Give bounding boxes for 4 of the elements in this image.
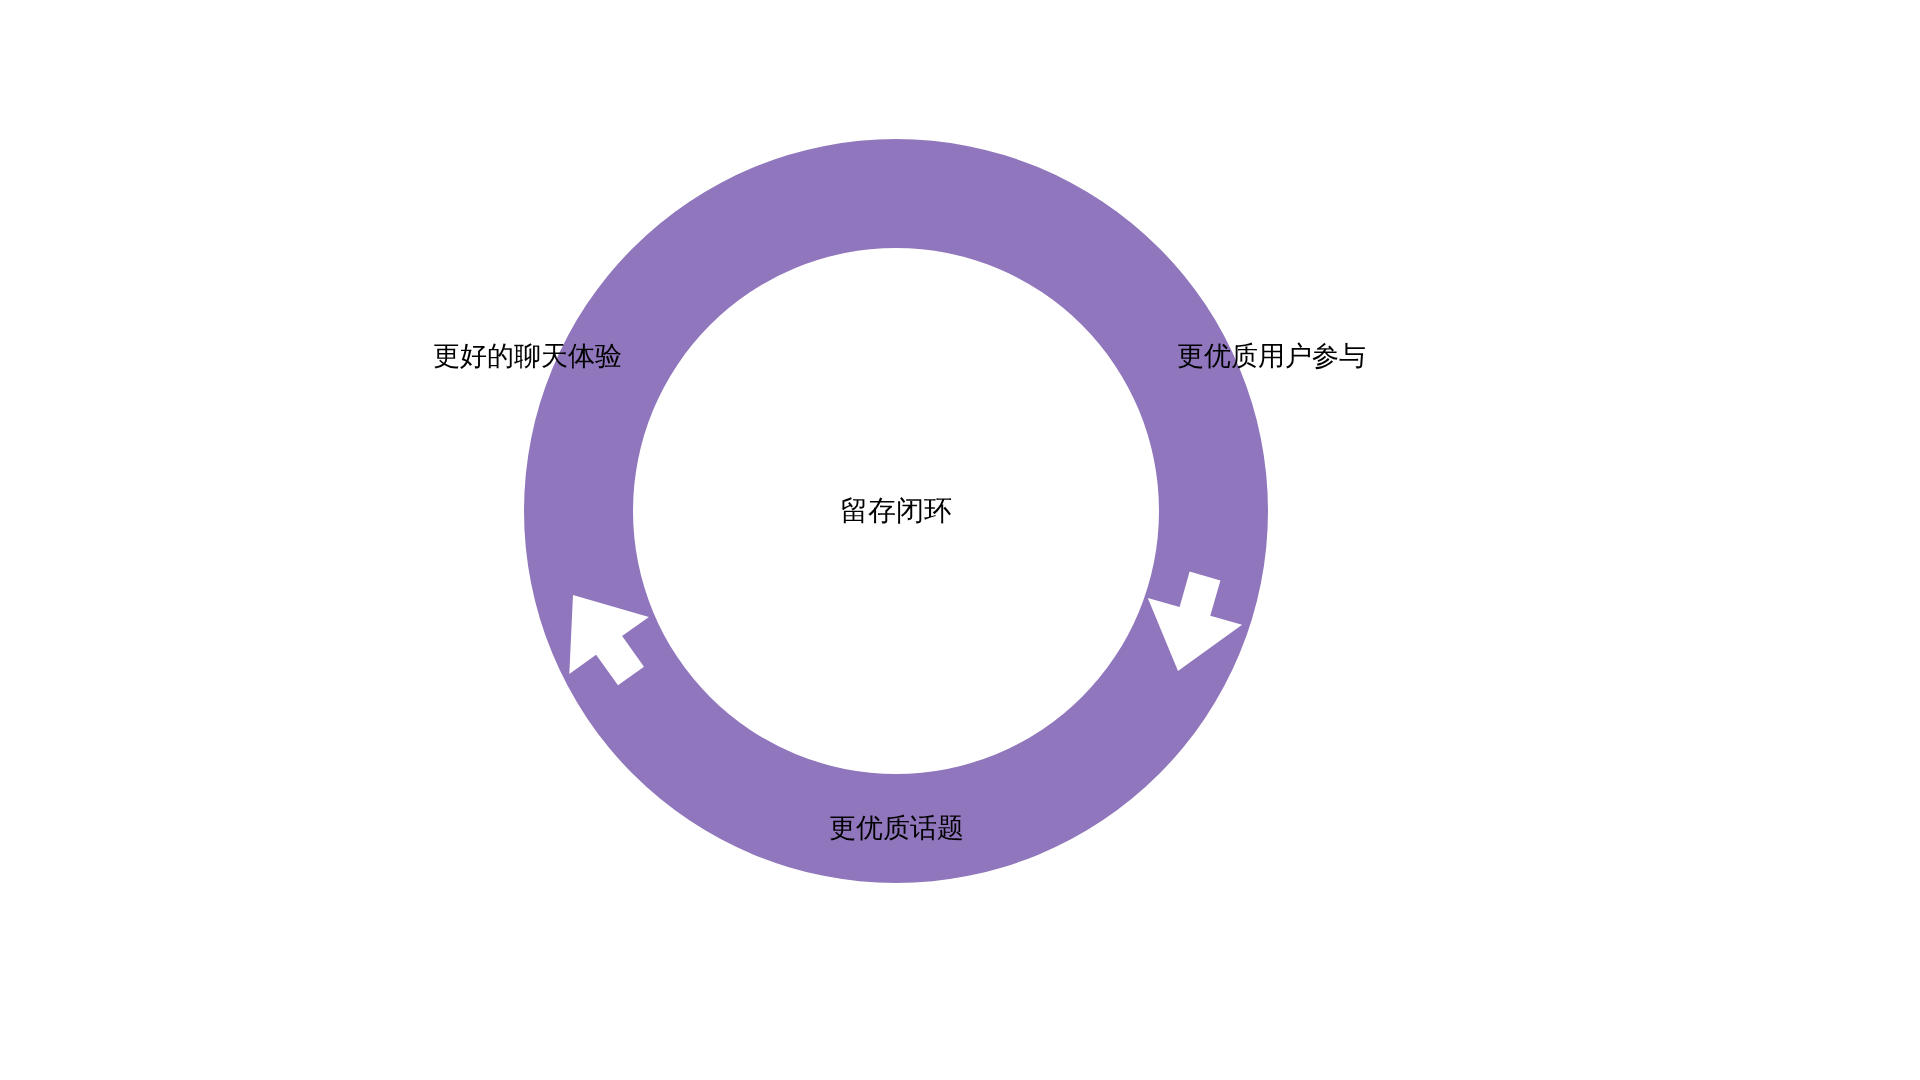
cycle-step-label: 更好的聊天体验 [432, 339, 622, 373]
center-label: 留存闭环 [840, 493, 952, 529]
cycle-step-label: 更优质话题 [828, 811, 964, 845]
cycle-step-label: 更优质用户参与 [1176, 339, 1366, 373]
